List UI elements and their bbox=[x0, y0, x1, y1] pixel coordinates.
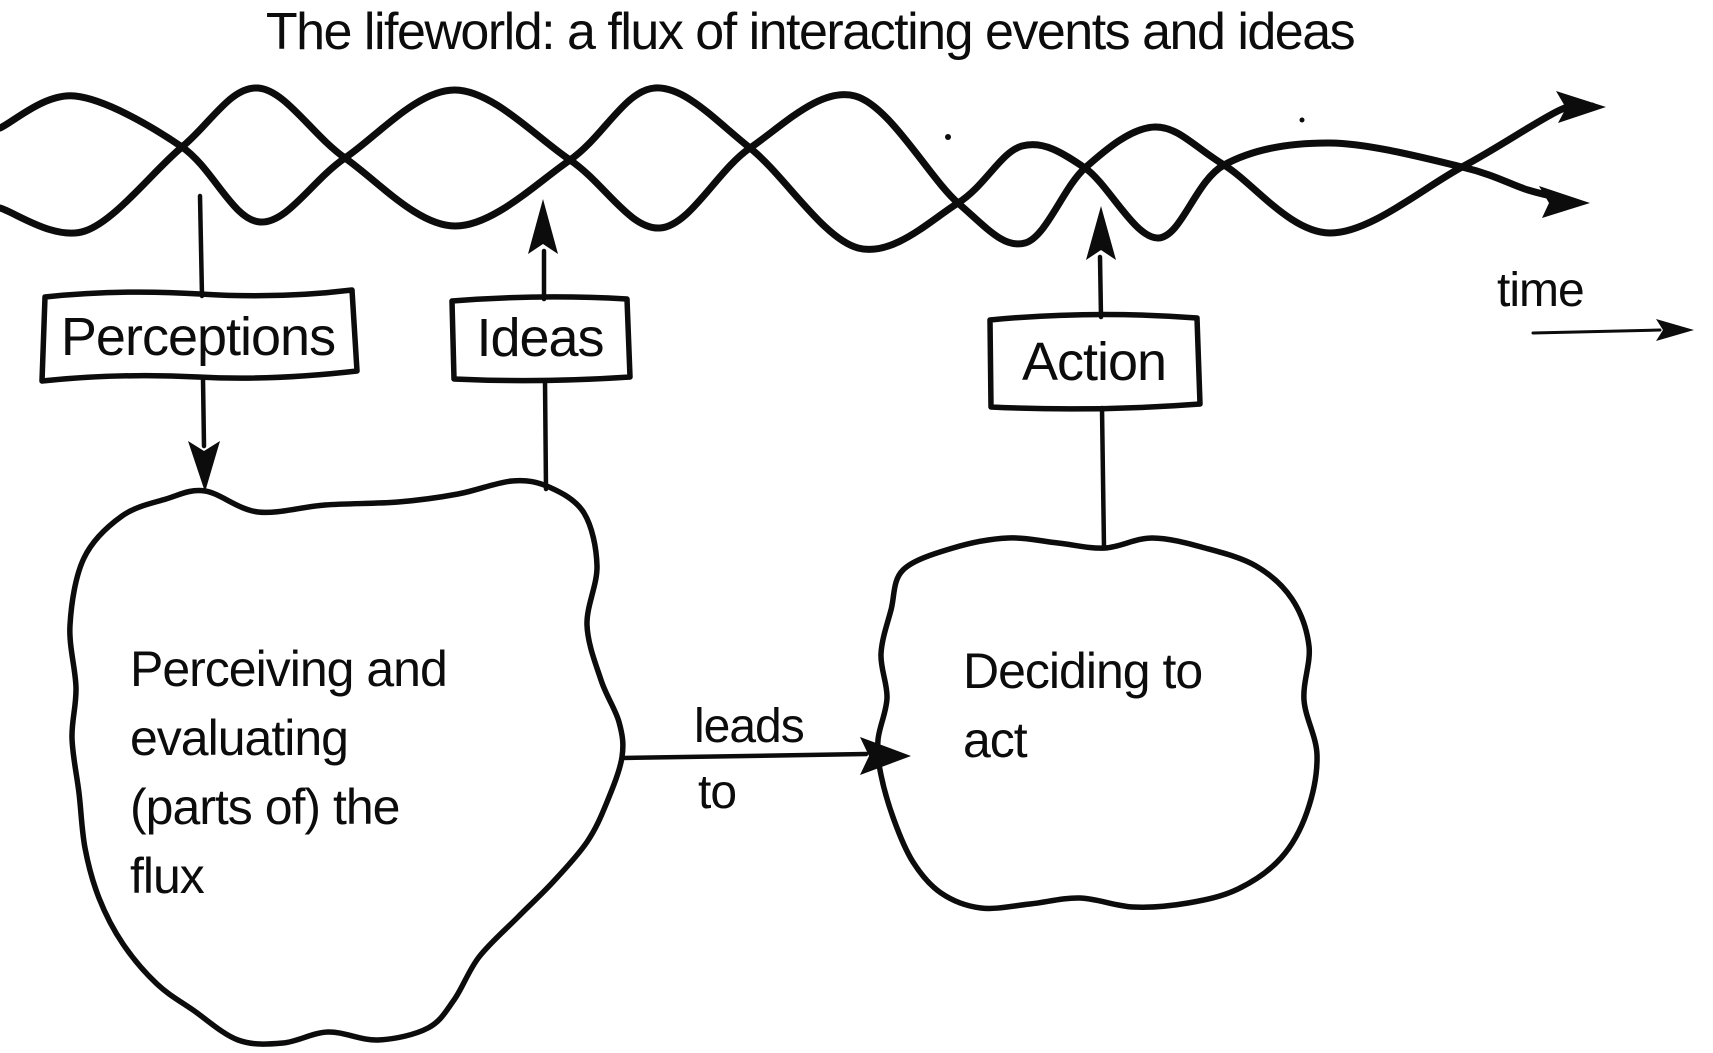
perceiving-blob-text-line3: (parts of) the bbox=[130, 779, 399, 835]
ideas-box-label: Ideas bbox=[476, 308, 603, 368]
action-box bbox=[987, 311, 1203, 412]
deciding-blob bbox=[874, 535, 1320, 912]
perceptions-box bbox=[39, 287, 360, 384]
scan-speck-2 bbox=[1299, 117, 1305, 123]
action-connector-lower bbox=[1099, 405, 1107, 551]
scan-speck-1 bbox=[945, 134, 951, 140]
ideas-up-arrowhead-icon bbox=[528, 199, 558, 254]
ideas-connector-lower bbox=[542, 378, 549, 492]
ideas-box bbox=[449, 294, 633, 384]
time-label: time bbox=[1497, 264, 1584, 317]
perceptions-down-arrowhead-icon bbox=[188, 441, 220, 492]
flux-wave-b bbox=[0, 84, 1570, 253]
figure-title: The lifeworld: a flux of interacting eve… bbox=[266, 3, 1355, 61]
time-arrow-shaft bbox=[1531, 328, 1662, 335]
flux-wave-a-arrowhead-icon bbox=[1556, 91, 1606, 123]
leads-to-arrowhead-icon bbox=[860, 737, 911, 775]
perceiving-blob-text-line4: flux bbox=[130, 848, 205, 904]
perceiving-blob-text-line1: Perceiving and bbox=[130, 641, 447, 697]
perceptions-box-label: Perceptions bbox=[61, 307, 335, 367]
flux-wave-a bbox=[0, 86, 1596, 248]
flux-wave-b-arrowhead-icon bbox=[1539, 186, 1590, 218]
leads-to-label-line2: to bbox=[698, 766, 736, 819]
action-connector-upper bbox=[1097, 254, 1104, 320]
deciding-blob-text-line2: act bbox=[963, 712, 1028, 768]
perceptions-connector-lower bbox=[200, 376, 207, 449]
leads-to-arrow-shaft bbox=[619, 751, 869, 761]
leads-to-label-line1: leads bbox=[694, 700, 804, 753]
perceiving-blob bbox=[67, 477, 626, 1047]
action-up-arrowhead-icon bbox=[1086, 206, 1116, 260]
perceiving-blob-text-line2: evaluating bbox=[130, 710, 348, 766]
action-box-label: Action bbox=[1022, 332, 1166, 392]
deciding-blob-text-line1: Deciding to bbox=[963, 643, 1202, 699]
time-arrowhead-icon bbox=[1656, 319, 1694, 341]
perceptions-connector-upper bbox=[197, 193, 205, 299]
